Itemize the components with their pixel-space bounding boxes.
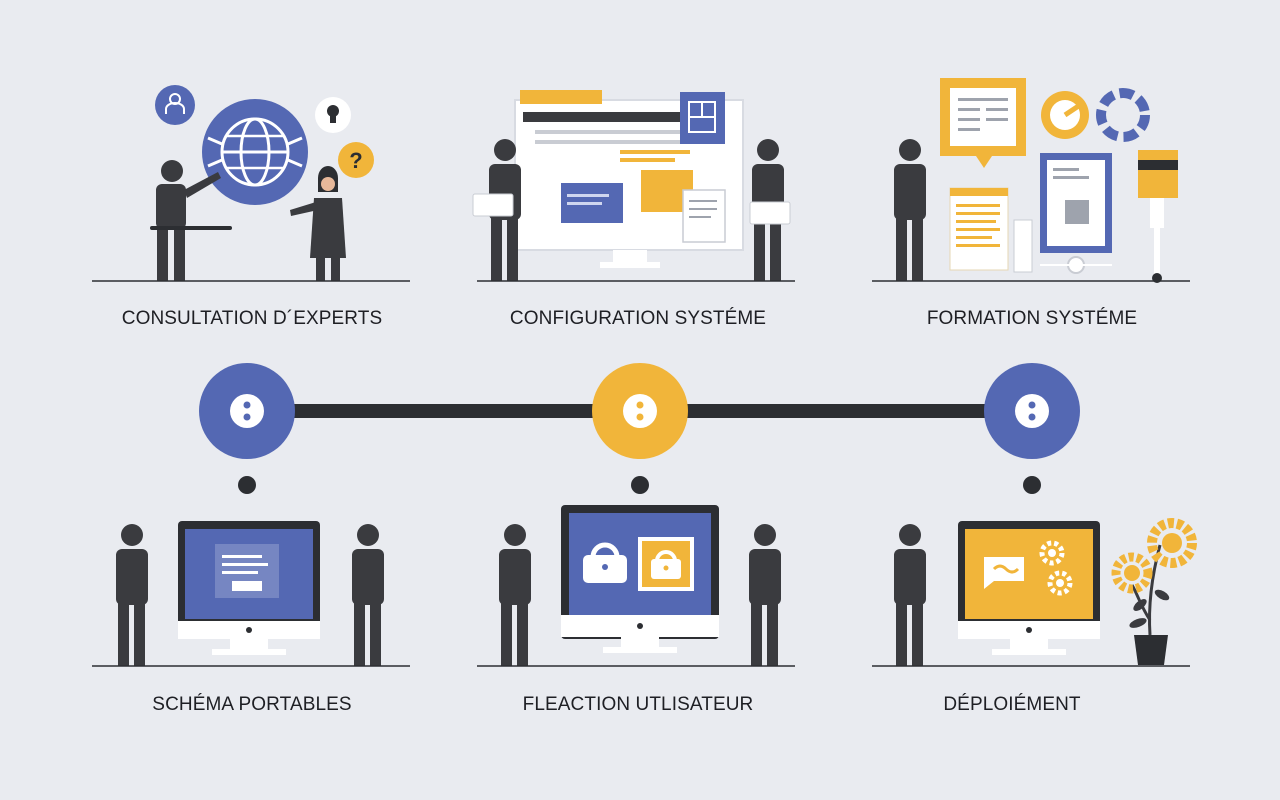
user-bubble-icon (155, 85, 195, 125)
step-formation-illustration (870, 60, 1200, 290)
user-person-icon (749, 524, 781, 666)
gear-icon (1039, 540, 1073, 596)
svg-text:?: ? (349, 148, 362, 173)
step-configuration-illustration (472, 60, 805, 290)
lock-icon (638, 537, 694, 591)
plant-icon (1111, 518, 1197, 665)
viewer-person-icon (352, 524, 384, 666)
lock-bubble-icon (315, 97, 351, 133)
timeline-node-1 (199, 363, 295, 494)
step-deployment-illustration (870, 445, 1200, 675)
monitor-icon (178, 521, 320, 655)
monitor-icon (958, 521, 1100, 655)
step-consultation-illustration: ? (90, 60, 420, 290)
training-screen-icon (1040, 153, 1112, 274)
technician-person-icon (749, 139, 791, 281)
admin-person-icon (472, 139, 521, 281)
gear-ring-icon (1096, 88, 1150, 142)
step-user-label: FLEACTION UTLISATEUR (522, 694, 754, 715)
monitor-icon (514, 90, 744, 268)
timeline-node-2 (592, 363, 688, 494)
lock-icon (583, 542, 627, 583)
step-consultation-label: CONSULTATION D´EXPERTS (121, 308, 383, 329)
timeline-node-3 (984, 363, 1080, 494)
user-person-icon (499, 524, 531, 666)
expert-person-icon (150, 160, 232, 281)
trainer-person-icon (894, 139, 926, 281)
notes-icon (949, 187, 1033, 273)
client-person-icon (290, 166, 346, 281)
camera-stand-icon (1138, 150, 1178, 283)
chart-icon (1041, 91, 1089, 139)
deployer-person-icon (894, 524, 926, 666)
timeline (0, 355, 1280, 505)
step-user-illustration (475, 445, 805, 675)
step-schema-illustration (90, 445, 420, 675)
step-schema-label: SCHÉMA PORTABLES (152, 694, 352, 715)
presenter-person-icon (116, 524, 148, 666)
step-deployment-label: DÉPLOIÉMENT (943, 694, 1081, 715)
globe-icon (202, 99, 308, 205)
document-icon (940, 78, 1026, 168)
step-formation-label: FORMATION SYSTÉME (926, 308, 1138, 329)
question-icon: ? (338, 142, 374, 178)
step-configuration-label: CONFIGURATION SYSTÉME (509, 308, 767, 329)
